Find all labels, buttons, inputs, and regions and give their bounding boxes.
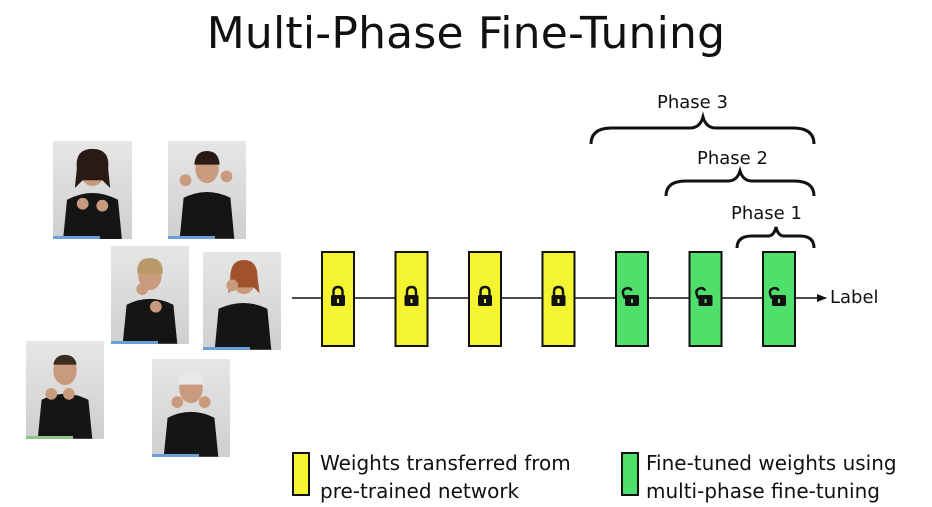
unlocked-padlock-icon — [695, 286, 713, 306]
photo-underline — [203, 347, 250, 350]
layer-block-4 — [541, 251, 576, 347]
legend-transferred-line2: pre-trained network — [320, 479, 520, 503]
photo-underline — [111, 341, 158, 344]
unlocked-padlock-icon — [621, 286, 639, 306]
photo-underline — [26, 436, 73, 439]
signer-photo-2 — [168, 141, 246, 239]
locked-padlock-icon — [404, 285, 419, 306]
diagram-title: Multi-Phase Fine-Tuning — [206, 8, 726, 59]
layer-block-7 — [762, 251, 796, 347]
layer-block-3 — [468, 251, 502, 347]
phase-braces — [589, 111, 816, 249]
photo-underline — [168, 236, 215, 239]
phase-1-brace — [735, 226, 816, 249]
legend-transferred-swatch — [292, 452, 310, 496]
signer-photo-3 — [111, 246, 189, 344]
phase-2-label: Phase 2 — [697, 148, 768, 169]
phase-1-label: Phase 1 — [731, 203, 802, 224]
layer-blocks — [321, 251, 796, 347]
legend-transferred-text: Weights transferred from pre-trained net… — [320, 449, 571, 505]
layer-block-2 — [394, 251, 429, 347]
locked-padlock-icon — [551, 285, 566, 306]
unlocked-padlock-icon — [768, 286, 786, 306]
layer-block-5 — [615, 251, 649, 347]
locked-padlock-icon — [331, 285, 345, 306]
legend-finetuned-line2: multi-phase fine-tuning — [646, 479, 880, 503]
photo-underline — [152, 454, 199, 457]
signer-photo-6 — [152, 359, 230, 457]
phase-2-brace — [664, 165, 816, 197]
signer-photo-5 — [26, 341, 104, 439]
phase-3-brace — [589, 111, 816, 145]
locked-padlock-icon — [478, 285, 492, 306]
layer-block-1 — [321, 251, 355, 347]
output-label: Label — [830, 287, 879, 308]
layer-block-6 — [688, 251, 723, 347]
signer-photo-1 — [53, 141, 132, 239]
signer-photo-4 — [203, 252, 281, 350]
legend-finetuned-swatch — [621, 452, 639, 496]
photo-underline — [53, 236, 101, 239]
legend-finetuned-line1: Fine-tuned weights using — [646, 451, 897, 475]
legend-transferred-line1: Weights transferred from — [320, 451, 571, 475]
phase-3-label: Phase 3 — [657, 92, 728, 113]
legend-finetuned-text: Fine-tuned weights using multi-phase fin… — [646, 449, 897, 505]
